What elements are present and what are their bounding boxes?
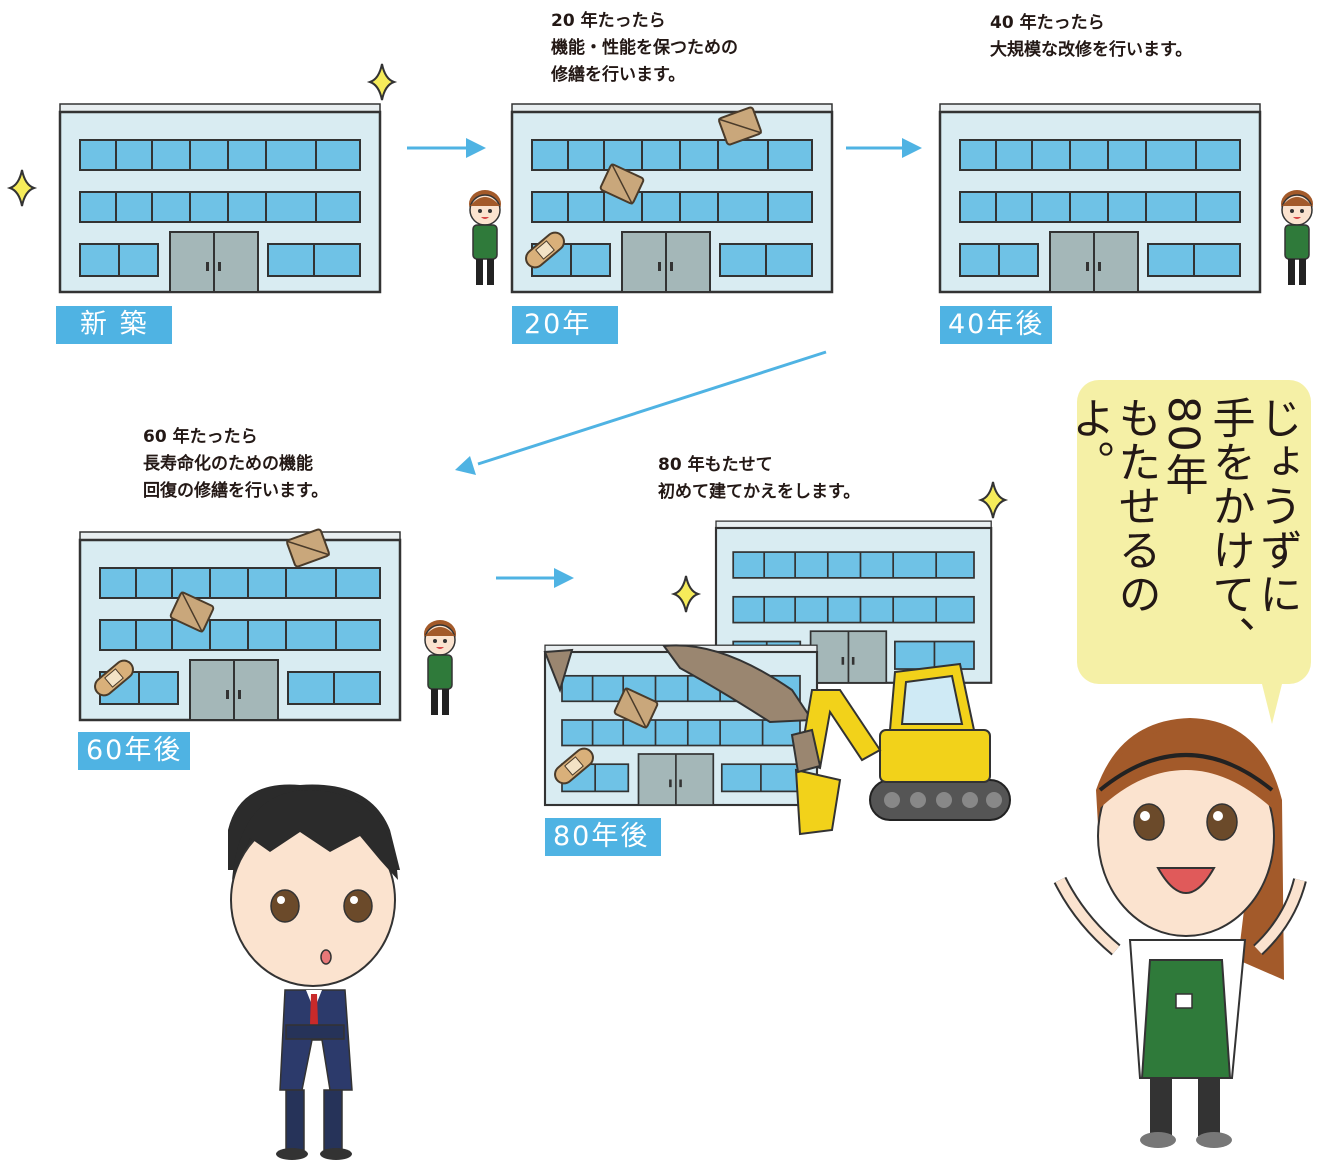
staff-girl-small <box>423 619 457 716</box>
building-40-years <box>938 102 1262 294</box>
sparkle-icon <box>369 63 395 101</box>
stage-label-80-years: 80年後 <box>545 818 661 856</box>
staff-girl-small <box>468 189 502 286</box>
building-60-years <box>78 530 402 722</box>
speech-bubble-tail <box>1262 684 1282 724</box>
rubble <box>543 648 574 694</box>
building-20-years <box>510 102 834 294</box>
sparkle-icon <box>9 169 35 207</box>
male-character <box>228 784 400 1160</box>
arrow-down-left-icon <box>455 350 827 475</box>
excavator-icon <box>790 662 1011 836</box>
caption-20-years: 20 年たったら 機能・性能を保つための 修繕を行います。 <box>551 11 738 85</box>
arrow-right-icon <box>846 138 922 158</box>
caption-40-years: 40 年たったら 大規模な改修を行います。 <box>990 13 1193 60</box>
building-new <box>58 102 382 294</box>
stage-label-60-years: 60年後 <box>78 732 190 770</box>
speech-bubble <box>1077 380 1311 684</box>
caption-80-years: 80 年もたせて 初めて建てかえをします。 <box>658 455 861 502</box>
sparkle-icon <box>673 575 699 613</box>
speech-bubble-text: じょうずに 手をかけて、 80年 もたせるのよ。 <box>1064 396 1302 660</box>
stage-label-40-years: 40年後 <box>940 306 1052 344</box>
female-staff-character <box>1053 718 1307 1148</box>
stage-label-20-years: 20年後 <box>512 306 618 378</box>
sparkle-icon <box>980 481 1006 519</box>
caption-60-years: 60 年たったら 長寿命化のための機能 回復の修繕を行います。 <box>143 427 329 501</box>
stage-label-new: 新 築 <box>56 306 172 344</box>
arrow-right-icon <box>496 568 574 588</box>
staff-girl-small <box>1280 189 1314 286</box>
arrow-right-icon <box>407 138 486 158</box>
